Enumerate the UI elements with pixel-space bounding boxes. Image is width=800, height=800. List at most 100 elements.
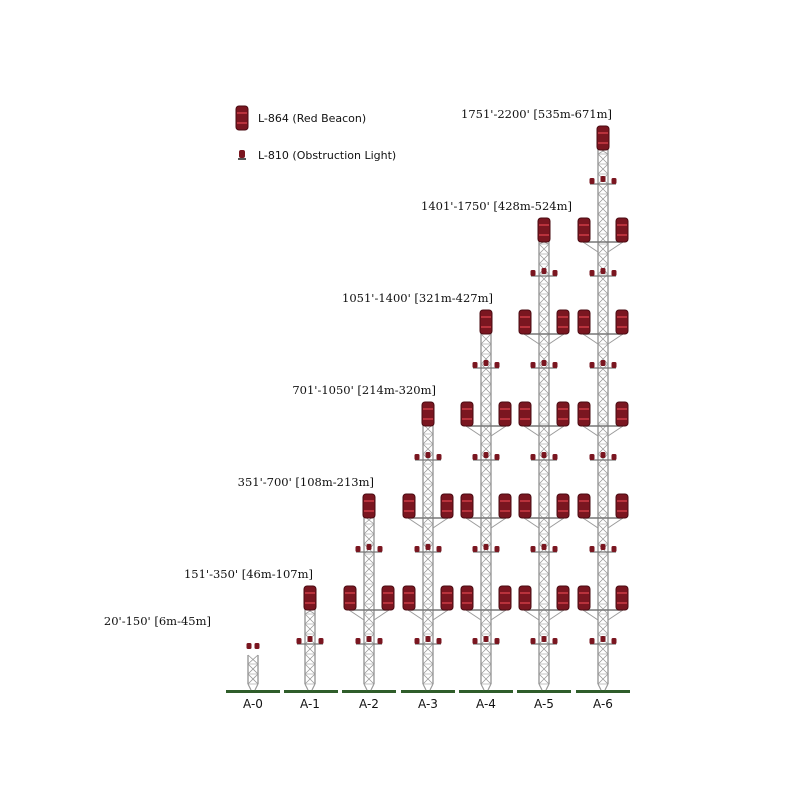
red-beacon: [460, 401, 474, 427]
obstruction-light: [589, 638, 595, 644]
obstruction-light: [552, 270, 558, 276]
obstruction-light: [530, 546, 536, 552]
red-beacon: [577, 401, 591, 427]
obstruction-light: [611, 638, 617, 644]
obstruction-light: [414, 454, 420, 460]
lattice-mast: [348, 515, 390, 691]
obstruction-light: [425, 452, 431, 458]
red-beacon: [518, 493, 532, 519]
red-beacon: [518, 585, 532, 611]
lattice-mast: [407, 423, 449, 691]
obstruction-light: [589, 178, 595, 184]
obstruction-light: [366, 636, 372, 642]
obstruction-light: [600, 544, 606, 550]
red-beacon: [577, 585, 591, 611]
top-red-beacon: [362, 493, 376, 519]
obstruction-light: [355, 638, 361, 644]
obstruction-light: [483, 636, 489, 642]
red-beacon: [381, 585, 395, 611]
obstruction-light: [425, 544, 431, 550]
red-beacon: [402, 585, 416, 611]
tower-code-label: A-4: [476, 697, 496, 711]
obstruction-light: [355, 546, 361, 552]
ground-strip: [342, 690, 396, 693]
red-beacon: [498, 493, 512, 519]
red-beacon: [615, 493, 629, 519]
red-beacon: [615, 401, 629, 427]
tower-a-0: 20'-150' [6m-45m]A-0: [104, 614, 280, 711]
obstruction-light: [541, 452, 547, 458]
height-range-label: 1751'-2200' [535m-671m]: [461, 107, 612, 121]
obstruction-light: [541, 360, 547, 366]
obstruction-light: [611, 546, 617, 552]
obstruction-light: [611, 270, 617, 276]
obstruction-light: [600, 268, 606, 274]
tower-code-label: A-5: [534, 697, 554, 711]
obstruction-light: [254, 643, 260, 649]
obstruction-light: [552, 362, 558, 368]
ground-strip: [401, 690, 455, 693]
obstruction-light: [530, 270, 536, 276]
tower-code-label: A-2: [359, 697, 379, 711]
height-range-label: 151'-350' [46m-107m]: [184, 567, 313, 581]
height-range-label: 701'-1050' [214m-320m]: [292, 383, 436, 397]
obstruction-light: [541, 544, 547, 550]
red-beacon: [498, 585, 512, 611]
obstruction-light: [377, 546, 383, 552]
top-red-beacon: [537, 217, 551, 243]
red-beacon: [440, 493, 454, 519]
obstruction-light: [600, 176, 606, 182]
red-beacon: [343, 585, 357, 611]
obstruction-light: [530, 362, 536, 368]
legend-red-beacon-icon: [235, 105, 249, 131]
tower-code-label: A-3: [418, 697, 438, 711]
red-beacon: [577, 217, 591, 243]
ground-strip: [284, 690, 338, 693]
red-beacon: [615, 309, 629, 335]
red-beacon: [498, 401, 512, 427]
red-beacon: [460, 585, 474, 611]
obstruction-light: [318, 638, 324, 644]
top-red-beacon: [596, 125, 610, 151]
tower-a-3: 701'-1050' [214m-320m] A-3: [292, 383, 455, 711]
obstruction-light: [589, 270, 595, 276]
obstruction-light: [541, 268, 547, 274]
lattice-mast: [465, 331, 507, 691]
tower-a-2: 351'-700' [108m-213m] A-2: [238, 475, 396, 711]
obstruction-light: [530, 638, 536, 644]
obstruction-light: [483, 452, 489, 458]
red-beacon: [518, 401, 532, 427]
height-range-label: 1051'-1400' [321m-427m]: [342, 291, 493, 305]
obstruction-light: [366, 544, 372, 550]
obstruction-light: [611, 454, 617, 460]
height-range-label: 1401'-1750' [428m-524m]: [421, 199, 572, 213]
obstruction-light: [246, 643, 252, 649]
obstruction-light: [589, 454, 595, 460]
red-beacon: [615, 217, 629, 243]
obstruction-light: [425, 636, 431, 642]
obstruction-light: [483, 360, 489, 366]
lattice-mast: [297, 607, 323, 691]
obstruction-light: [552, 546, 558, 552]
tower-a-1: 151'-350' [46m-107m]A-1: [184, 567, 338, 711]
obstruction-light: [494, 546, 500, 552]
legend-obstruction-light-label: L-810 (Obstruction Light): [258, 149, 396, 162]
obstruction-light: [541, 636, 547, 642]
obstruction-light: [611, 362, 617, 368]
height-range-label: 20'-150' [6m-45m]: [104, 614, 211, 628]
legend-obstruction-light-icon: [238, 150, 246, 160]
obstruction-light: [414, 546, 420, 552]
height-range-label: 351'-700' [108m-213m]: [238, 475, 374, 489]
tower-code-label: A-6: [593, 697, 613, 711]
obstruction-light: [494, 638, 500, 644]
obstruction-light: [494, 362, 500, 368]
obstruction-light: [600, 452, 606, 458]
red-beacon: [556, 401, 570, 427]
obstruction-light: [414, 638, 420, 644]
ground-strip: [226, 690, 280, 693]
obstruction-light: [494, 454, 500, 460]
obstruction-light: [472, 362, 478, 368]
red-beacon: [615, 585, 629, 611]
lattice-mast: [523, 239, 565, 691]
